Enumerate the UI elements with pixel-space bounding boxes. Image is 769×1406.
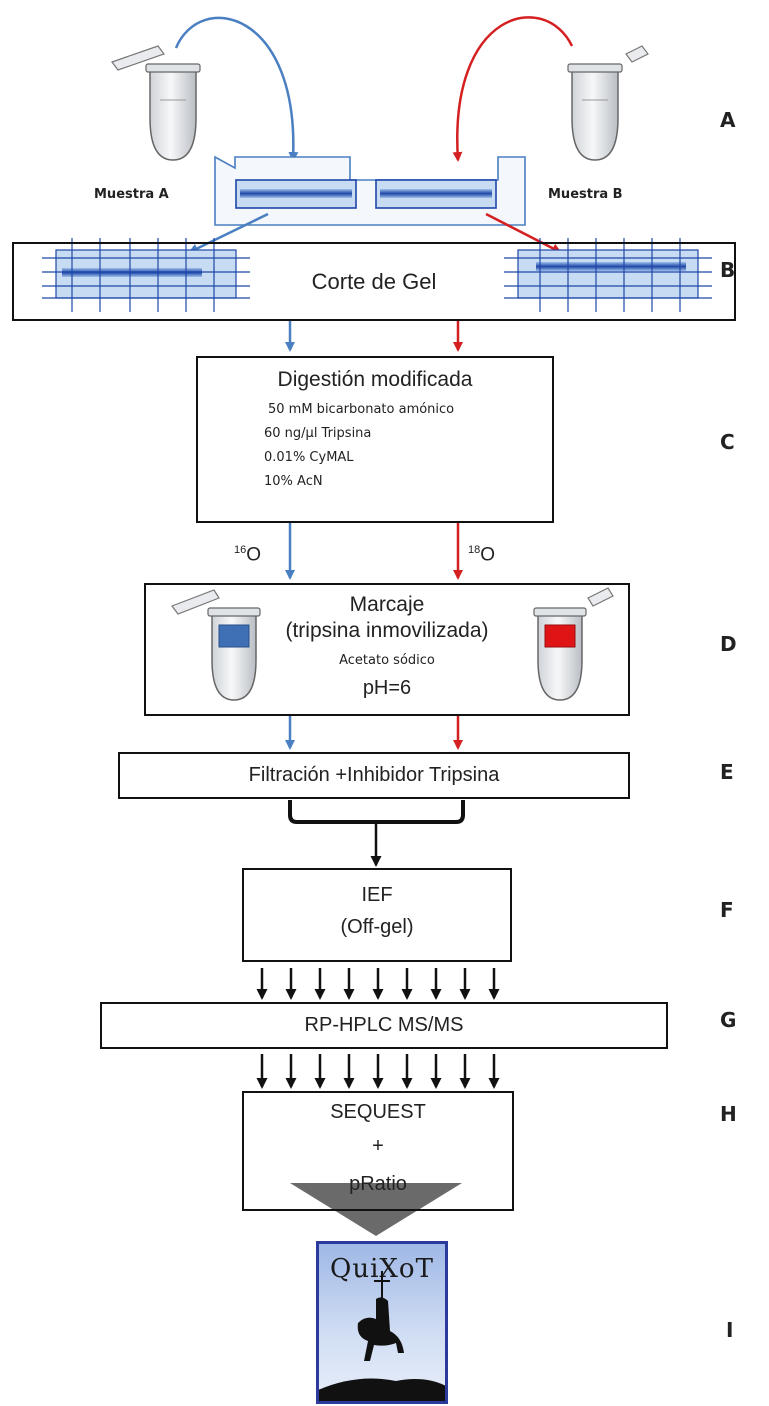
arrow-blue-a-b (188, 212, 269, 254)
sequest-box: SEQUEST + pRatio (242, 1091, 514, 1211)
ief-line-2: (Off-gel) (340, 916, 414, 938)
arrow-red-a-b (485, 212, 562, 254)
step-label-e: E (720, 760, 734, 784)
digestion-title: Digestión modificada (277, 368, 473, 391)
sequest-line-1: SEQUEST (330, 1101, 426, 1123)
isotope-18o-label: 18O (468, 544, 496, 566)
labeling-ph: pH=6 (362, 677, 412, 699)
tube-sample-b-icon (567, 45, 649, 161)
ief-line-1: IEF (361, 884, 393, 906)
labeling-title: Marcaje (349, 593, 425, 616)
sample-b-label: Muestra B (548, 187, 623, 202)
digestion-line-3: 0.01% CyMAL (264, 450, 354, 465)
step-label-h: H (720, 1102, 737, 1126)
merge-bracket (288, 800, 465, 824)
gel-cut-box: Corte de Gel (12, 242, 736, 321)
tube-18o-icon (533, 587, 614, 701)
sample-a-label: Muestra A (94, 187, 169, 202)
filtration-label: Filtración +Inhibidor Tripsina (248, 764, 500, 786)
don-quixote-silhouette-icon (319, 1271, 445, 1401)
gel-cut-label: Corte de Gel (311, 269, 437, 294)
step-label-g: G (720, 1008, 737, 1032)
gel-apparatus (214, 155, 526, 226)
step-label-i: I (726, 1318, 734, 1342)
tube-sample-a-icon (111, 45, 201, 161)
gel-grid-left (42, 238, 250, 312)
quixot-logo: QuiXoT (316, 1241, 448, 1404)
digestion-line-2: 60 ng/µl Tripsina (264, 426, 372, 441)
load-arrow-red (452, 16, 574, 162)
sequest-line-2: + (372, 1135, 384, 1157)
step-label-f: F (720, 898, 734, 922)
gel-grid-right (504, 238, 712, 312)
arrows-g-h (256, 1054, 500, 1089)
tube-16o-icon (171, 589, 261, 701)
arrows-f-g (256, 968, 500, 1000)
step-label-b: B (720, 258, 736, 282)
digestion-line-4: 10% AcN (264, 474, 323, 489)
labeling-buffer: Acetato sódico (339, 653, 435, 668)
hplc-label: RP-HPLC MS/MS (304, 1014, 464, 1036)
step-label-c: C (720, 430, 735, 454)
ief-box: IEF (Off-gel) (242, 868, 512, 962)
sequest-line-3: pRatio (349, 1173, 407, 1195)
digestion-box: Digestión modificada 50 mM bicarbonato a… (196, 356, 554, 523)
isotope-16o-label: 16O (234, 544, 262, 566)
digestion-line-1: 50 mM bicarbonato amónico (268, 402, 455, 417)
step-label-d: D (720, 632, 737, 656)
filtration-box: Filtración +Inhibidor Tripsina (118, 752, 630, 799)
step-label-a: A (720, 108, 736, 132)
load-arrow-blue (174, 16, 299, 162)
labeling-box: Marcaje (tripsina inmovilizada) Acetato … (144, 583, 630, 716)
hplc-box: RP-HPLC MS/MS (100, 1002, 668, 1049)
labeling-subtitle: (tripsina inmovilizada) (285, 619, 489, 642)
